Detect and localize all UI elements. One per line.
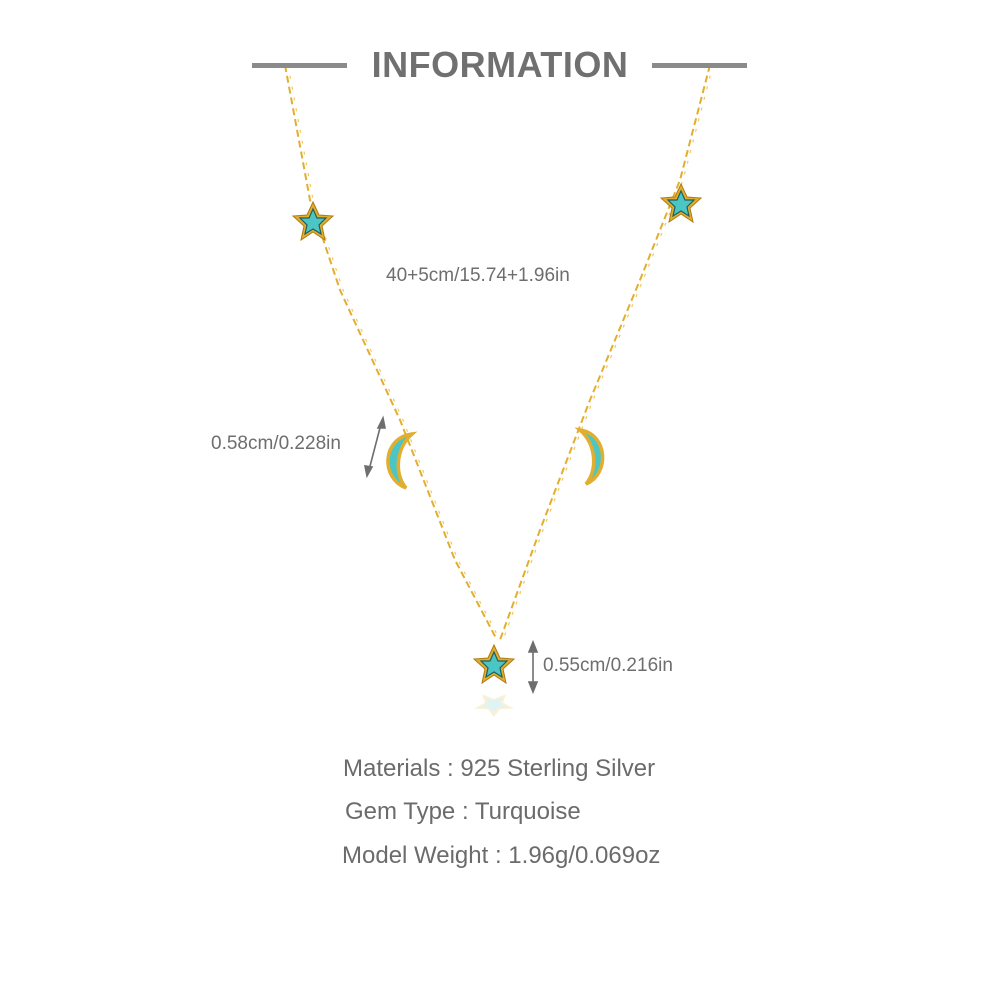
- star-height-arrow-icon: [527, 639, 539, 695]
- page-title: INFORMATION: [371, 44, 629, 85]
- spec-materials: Materials : 925 Sterling Silver: [343, 755, 656, 782]
- star-charm-icon: [472, 643, 516, 685]
- star-height-label: 0.55cm/0.216in: [543, 655, 673, 676]
- star-charm-icon: [659, 182, 703, 224]
- chain-length-label: 40+5cm/15.74+1.96in: [386, 265, 570, 286]
- chain-icon: [284, 64, 711, 641]
- moon-charm-icon: [574, 427, 605, 486]
- moon-charm-icon: [386, 431, 418, 490]
- title-rule-right: [652, 63, 747, 68]
- moon-height-arrow-icon: [363, 415, 386, 479]
- spec-gem-type: Gem Type : Turquoise: [345, 798, 581, 825]
- spec-model-weight: Model Weight : 1.96g/0.069oz: [342, 842, 661, 869]
- moon-height-label: 0.58cm/0.228in: [211, 433, 341, 454]
- star-charm-icon: [291, 200, 335, 242]
- title-rule-left: [252, 63, 347, 68]
